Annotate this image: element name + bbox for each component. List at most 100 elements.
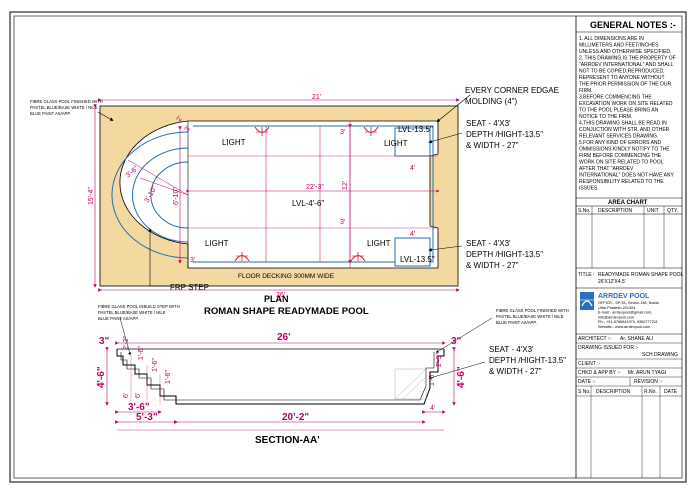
general-note-line: AFTER THAT "ARRDEV — [579, 166, 634, 172]
seat-bot-2: DEPTH /HIGHT-13.5" — [466, 250, 543, 259]
light-top-left — [254, 126, 270, 136]
rev-h-date: DATE — [664, 389, 678, 395]
general-note-line: 4.THIS DRAWING SHALL BE READ IN — [579, 121, 667, 127]
sec-left-top-text: 3" — [99, 336, 110, 347]
sec-seat-3: & WIDTH - 27" — [489, 367, 542, 376]
pool-inner-line — [193, 125, 434, 263]
sec-total-text: 26' — [277, 332, 291, 343]
general-notes-title: GENERAL NOTES :- — [590, 20, 676, 30]
seat-bottom — [394, 237, 431, 267]
company-name: ARRDEV POOL — [598, 293, 650, 300]
architect-label: ARCHITECT :- — [578, 336, 611, 342]
general-note-line: 3.BEFORE COMMENCING THE — [579, 95, 652, 101]
issued-value: SCH DRAWING — [642, 352, 678, 358]
chkd-value: Mr. ARUN TYAGI — [628, 370, 666, 376]
light-label-1: LIGHT — [222, 138, 246, 147]
title-value-1: READYMADE ROMAN SHAPE POOL — [598, 272, 684, 278]
company-contact: OFFICE:- SP-51, Sector-138, Noida,Uttar … — [598, 301, 660, 329]
title-block: GENERAL NOTES :- 1. ALL DIMENSIONS ARE I… — [575, 16, 684, 478]
edge-note-2: MOLDING (4") — [465, 97, 518, 106]
sec-leader-step — [119, 317, 132, 356]
chkd-label: CHKD & APP BY :- — [578, 370, 621, 376]
general-note-line: WORK ON SITE RELATED TO POOL — [579, 160, 664, 166]
dim-small-4b: 4' — [410, 231, 415, 238]
title-value-2: 26'X12'X4.5' — [598, 279, 626, 285]
seat-bot-1: SEAT - 4'X3' — [466, 239, 511, 248]
light-bottom-left — [234, 252, 250, 262]
area-h-qty: QTY. — [667, 208, 678, 214]
sec-seat-hatch-2 — [402, 376, 427, 400]
general-note-line: OMMISSIONS KINDLY NOTIFY TO THE — [579, 147, 670, 153]
sec-d4: 1'-6" — [165, 370, 172, 384]
area-h-sno: S.No. — [578, 208, 591, 214]
dim-radius-1 — [127, 159, 189, 196]
sec-finish-note-1: FIBRE GLASS POOL FINISHED WITH — [496, 308, 569, 313]
section-title: SECTION-AA' — [255, 435, 320, 446]
dim-small-3c: 3' — [340, 129, 345, 136]
general-note-line: UNLESS AND OTHERWISE SPECIFIED. — [579, 49, 671, 55]
rev-h-rno: R.No. — [644, 389, 657, 395]
lvl-center: LVL-4'-6" — [292, 199, 324, 208]
general-note-line: RESPONSIBILITY RELATED TO THE — [579, 179, 664, 185]
company-contact-line: Ph:- +91-8766941970, 9350777211 — [598, 320, 658, 324]
rev-h-desc: DESCRIPTION — [596, 389, 631, 395]
leader-finish — [97, 111, 114, 121]
sec-step-note-2: PASTEL BLUE/BASE WHITE / NILE — [98, 310, 166, 315]
leader-seat-top — [428, 132, 463, 144]
area-h-desc: DESCRIPTION — [598, 208, 633, 214]
sec-d7: 4' — [430, 405, 435, 412]
sec-seat-hatch-1 — [394, 368, 427, 400]
dim-center-text: 6'-10" — [173, 187, 180, 205]
general-note-line: 1. ALL DIMENSIONS ARE IN — [579, 36, 644, 42]
architect-value: Ar. SHANE ALI — [620, 336, 653, 342]
light-label-4: LIGHT — [367, 239, 391, 248]
sec-seat-zone — [394, 368, 427, 400]
dim-small-4a: 4' — [410, 165, 415, 172]
seat-top-2: DEPTH /HIGHT-13.5" — [466, 130, 543, 139]
leader-seat-bot — [428, 245, 463, 252]
sec-d3: 1'-6" — [152, 358, 159, 372]
sec-inner-text: 20'-2" — [282, 412, 309, 423]
company-contact-line: OFFICE:- SP-51, Sector-138, Noida, — [598, 301, 660, 305]
sec-d1: 2'-3" — [123, 336, 130, 350]
plan-view: 21' 22'-3" 26' 12' 15'-4" 6'-10" 3'-10" … — [30, 86, 559, 317]
dim-inner-text: 22'-3" — [306, 184, 324, 191]
sec-seat-2: DEPTH /HIGHT-13.5" — [489, 356, 566, 365]
general-note-line: ISSUES. — [579, 186, 599, 192]
sec-leader-seat — [428, 361, 486, 380]
area-h-unit: UNIT — [647, 208, 659, 214]
sec-seat-1: SEAT - 4'X3' — [489, 345, 534, 354]
sec-left-depth-text: 4'-6" — [96, 366, 107, 388]
sec-finish-note-3: BLUE PAINT AS/APP. — [496, 320, 537, 325]
finish-note-3: BLUE PAINT AS/APP. — [30, 111, 71, 116]
plan-title: PLAN — [264, 294, 289, 304]
finish-note-1: FIBRE GLASS POOL FINISHED WITH — [30, 99, 103, 104]
inner-border — [13, 15, 683, 479]
edge-note-1: EVERY CORNER EDGAE — [465, 86, 559, 95]
sec-right-depth-text: 4'-6" — [456, 366, 467, 388]
plan-subtitle: ROMAN SHAPE READYMADE POOL — [204, 306, 369, 317]
general-note-line: MILLIMETERS AND FEET/INCHES — [579, 43, 659, 49]
dim-bottom-text: 26' — [276, 292, 285, 299]
company-contact-line: E-mail:- arrdevpool@gmail.com, — [598, 311, 652, 315]
sec-d8: 6' — [123, 393, 130, 398]
light-label-2: LIGHT — [384, 139, 408, 148]
sec-finish-note-2: PASTEL BLUE/BASE WHITE / NILE — [496, 314, 564, 319]
title-label: TITLE : — [578, 272, 594, 278]
dim-small-3d: 3' — [340, 219, 345, 226]
dim-small-3: 3' — [184, 125, 193, 133]
general-note-line: FIRM. — [579, 88, 593, 94]
sec-right-top-text: 3" — [451, 336, 462, 347]
sec-step1-text: 3'-6" — [128, 402, 150, 413]
general-note-line: "ARRDEV INTERNATIONAL" AND SHALL — [579, 62, 674, 68]
company-contact-line: Website:- www.arrdevpool.com — [598, 325, 650, 329]
seat-top-1: SEAT - 4'X3' — [466, 119, 511, 128]
leader-edge — [436, 94, 471, 123]
general-note-line: NOTICE TO THE FIRM. — [579, 114, 632, 120]
general-note-line: TO THE POOL PLEASE BRING AN — [579, 108, 659, 114]
general-note-line: REPRESENT TO ANYONE WITHOUT — [579, 75, 665, 81]
area-chart-title: AREA CHART — [608, 200, 648, 206]
general-note-line: FIRM BEFORE COMMENCING THE — [579, 153, 662, 159]
company-contact-line: Uttar Pradesh-201304 — [598, 306, 635, 310]
general-note-line: EXCAVATION WORK ON SITE RELATED — [579, 101, 673, 107]
